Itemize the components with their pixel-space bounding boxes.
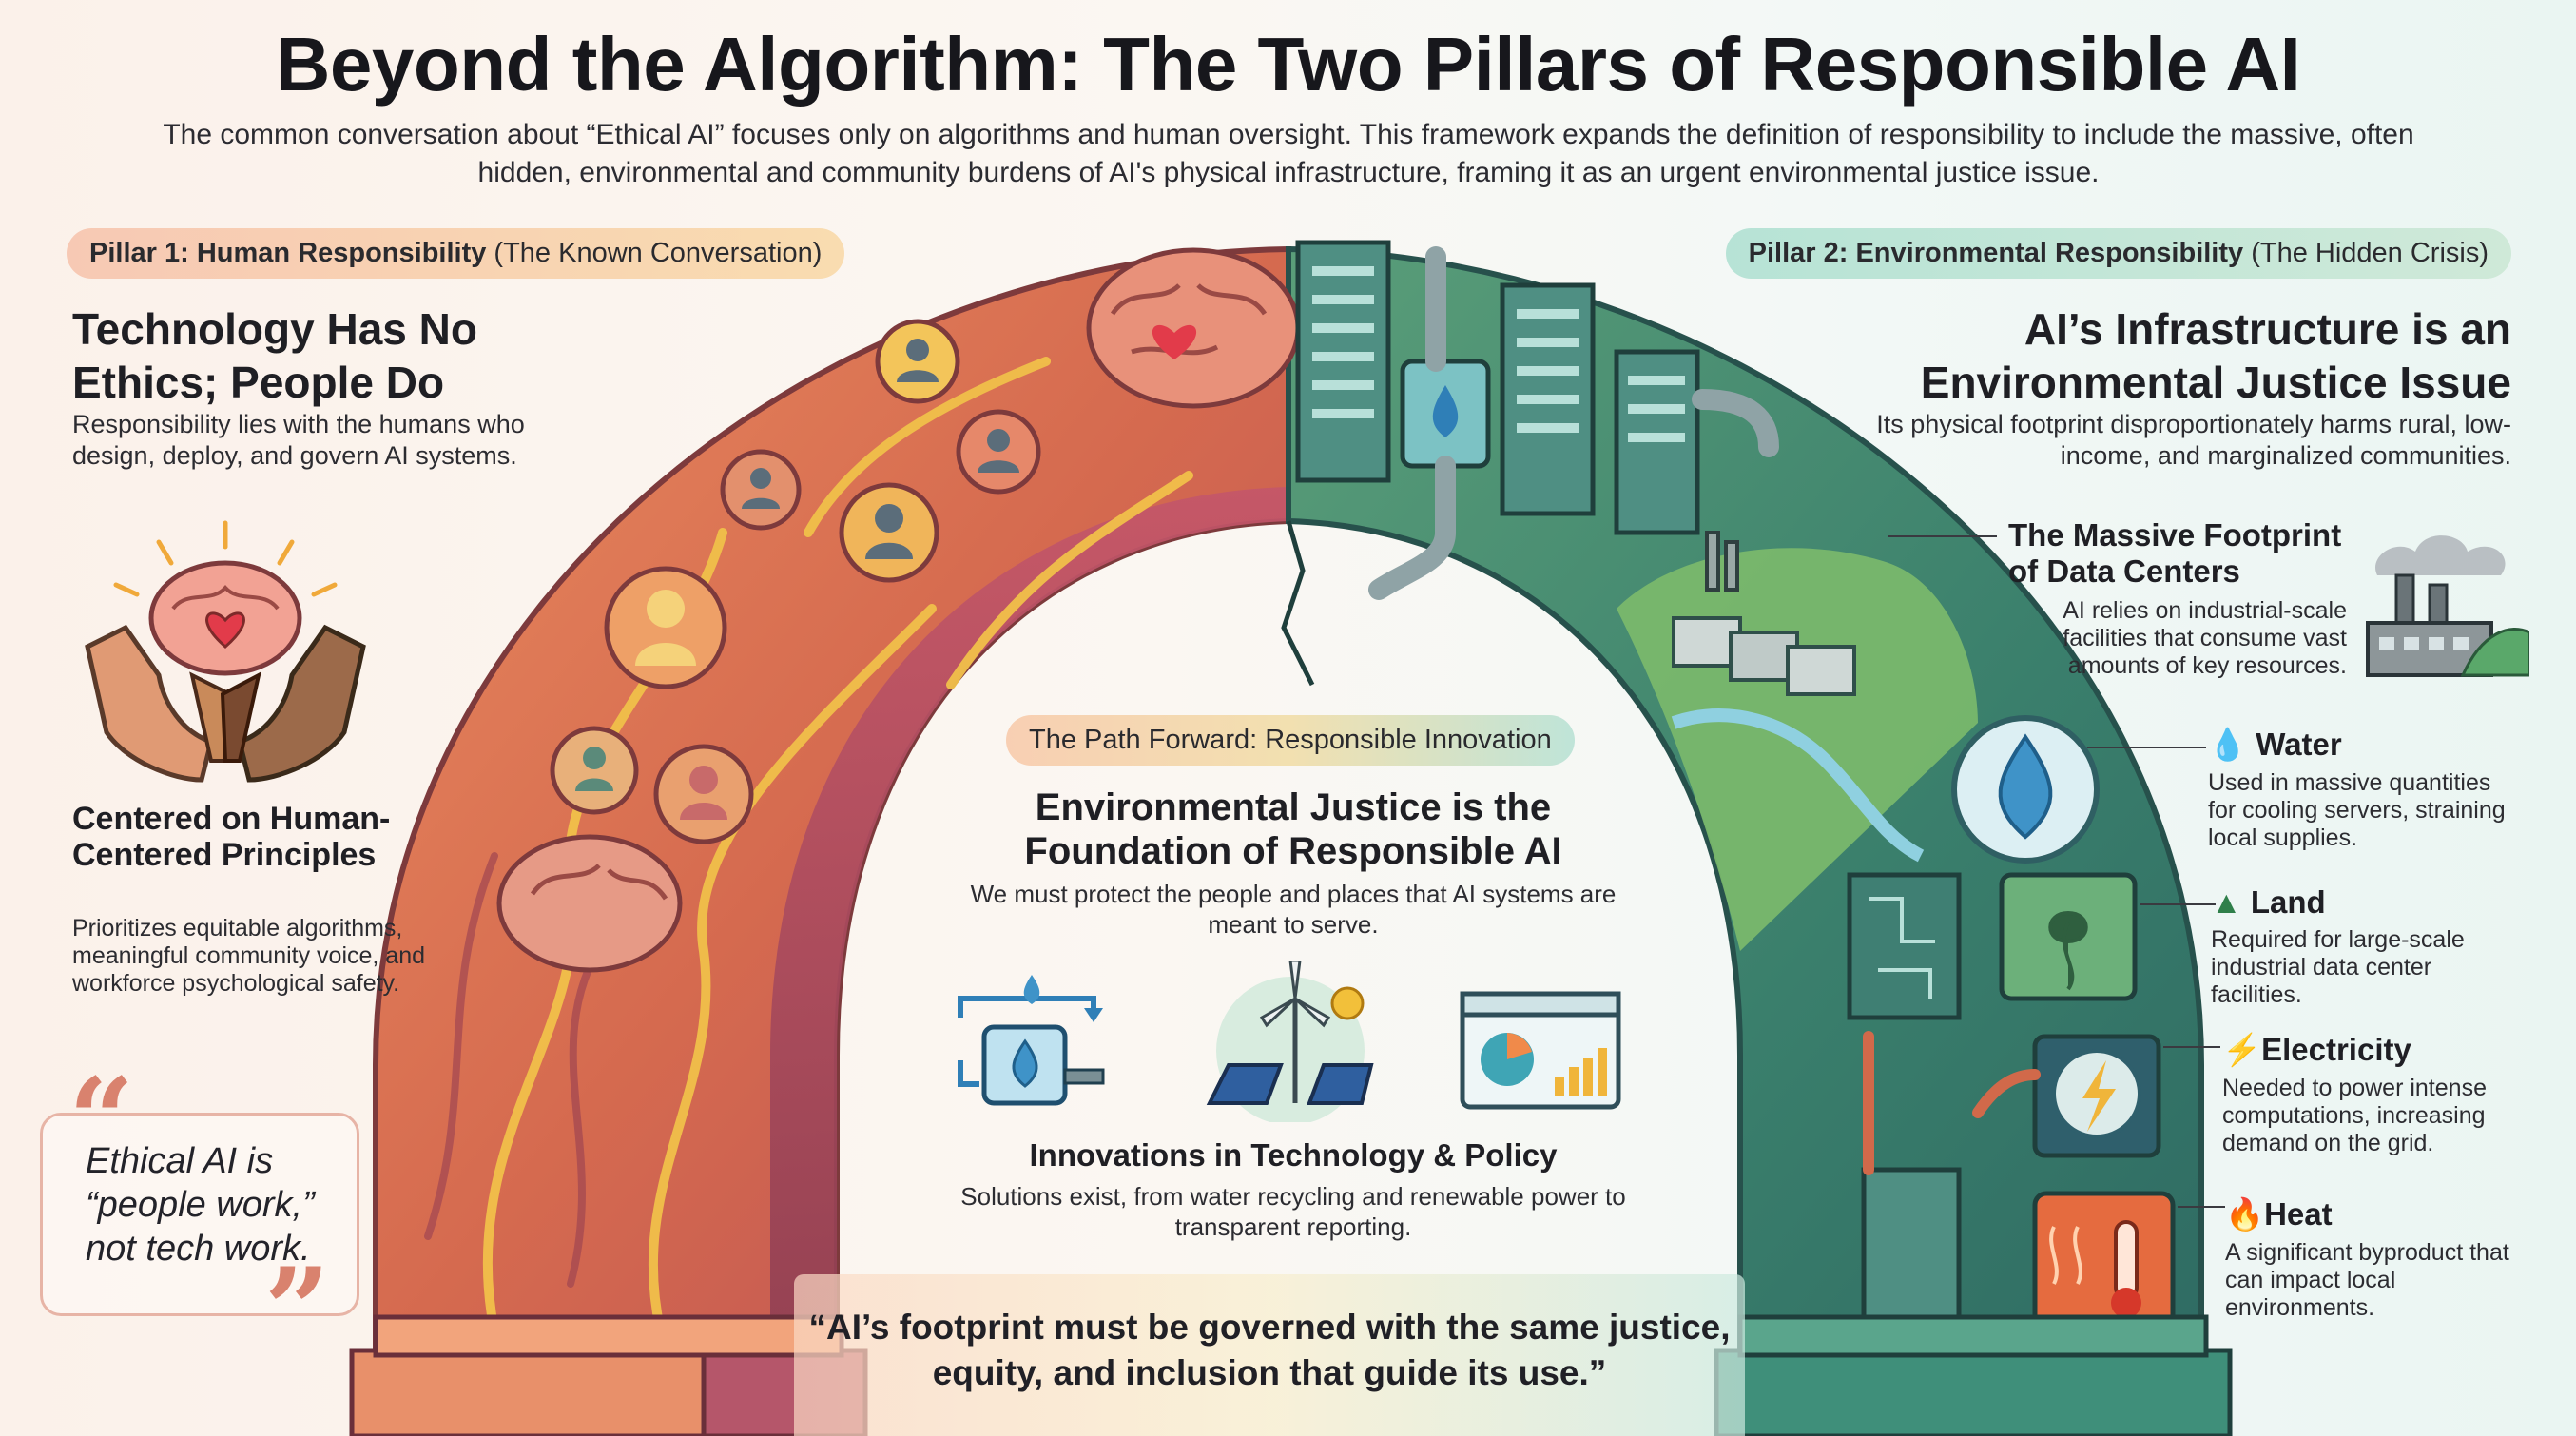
pillar2-label: Pillar 2: Environmental Responsibility (… xyxy=(1725,228,2511,279)
heat-connector xyxy=(2178,1206,2225,1208)
resource-electricity-text: Needed to power intense computations, in… xyxy=(2222,1075,2487,1156)
land-connector xyxy=(2140,903,2216,905)
pillar2-label-bold: Pillar 2: Environmental Responsibility xyxy=(1748,238,2244,268)
resource-electricity: ⚡Electricity Needed to power intense com… xyxy=(2222,1032,2555,1157)
pillar2-text: Its physical footprint disproportionatel… xyxy=(1876,410,2511,470)
center-label: The Path Forward: Responsible Innovation xyxy=(1006,715,1575,766)
resource-electricity-title: ⚡Electricity xyxy=(2222,1032,2555,1069)
center-text: We must protect the people and places th… xyxy=(970,880,1617,939)
water-recycling-icon xyxy=(958,975,1105,1106)
bottom-quote: “AI’s footprint must be governed with th… xyxy=(808,1308,1731,1392)
pillar1-label-bold: Pillar 1: Human Responsibility xyxy=(89,238,487,268)
page-title: Beyond the Algorithm: The Two Pillars of… xyxy=(275,22,2301,107)
tree-icon: ▲ xyxy=(2211,884,2242,920)
pillar1-text: Responsibility lies with the humans who … xyxy=(72,410,525,470)
lightning-icon: ⚡ xyxy=(2222,1032,2262,1067)
pillar1-heading: Technology Has No Ethics; People Do xyxy=(72,304,477,407)
center-heading: Environmental Justice is the Foundation … xyxy=(1024,786,1562,872)
footprint-connector xyxy=(1888,535,1997,537)
resource-water-title: 💧 Water xyxy=(2208,727,2550,764)
pillar1-label-rest: (The Known Conversation) xyxy=(486,238,823,268)
resource-heat-text: A significant byproduct that can impact … xyxy=(2225,1239,2509,1321)
page-subtitle: The common conversation about “Ethical A… xyxy=(163,119,2414,188)
factory-icon xyxy=(2366,535,2529,677)
flame-icon: 🔥 xyxy=(2225,1196,2265,1232)
resource-land: ▲ Land Required for large-scale industri… xyxy=(2211,884,2553,1009)
footprint-text: AI relies on industrial-scale facilities… xyxy=(2063,597,2347,679)
resource-electricity-name: Electricity xyxy=(2261,1032,2411,1067)
resource-heat-name: Heat xyxy=(2264,1196,2333,1232)
resource-land-text: Required for large-scale industrial data… xyxy=(2211,926,2465,1008)
electricity-connector xyxy=(2163,1046,2220,1048)
pillar2-label-rest: (The Hidden Crisis) xyxy=(2243,238,2489,268)
pillar1-sub-heading: Centered on Human-Centered Principles xyxy=(72,801,391,873)
pillar2-heading: AI’s Infrastructure is an Environmental … xyxy=(1920,304,2511,407)
pillar1-quote: Ethical AI is “people work,” not tech wo… xyxy=(86,1141,315,1269)
resource-heat-title: 🔥Heat xyxy=(2225,1196,2558,1233)
pillar1-sub-text: Prioritizes equitable algorithms, meanin… xyxy=(72,915,426,997)
innovations-heading: Innovations in Technology & Policy xyxy=(1029,1137,1558,1173)
resource-heat: 🔥Heat A significant byproduct that can i… xyxy=(2225,1196,2558,1322)
bottom-quote-panel xyxy=(794,1274,1745,1436)
pillar1-quote-box xyxy=(40,1113,359,1316)
transparent-reporting-icon xyxy=(1460,991,1621,1110)
resource-land-title: ▲ Land xyxy=(2211,884,2553,921)
close-quote-icon: ” xyxy=(264,1243,331,1377)
innovations-text: Solutions exist, from water recycling an… xyxy=(960,1182,1626,1241)
water-connector xyxy=(2087,747,2206,748)
pillar1-label: Pillar 1: Human Responsibility (The Know… xyxy=(67,228,845,279)
resource-water: 💧 Water Used in massive quantities for c… xyxy=(2208,727,2550,852)
resource-water-text: Used in massive quantities for cooling s… xyxy=(2208,769,2506,851)
resource-land-name: Land xyxy=(2250,884,2326,920)
hands-holding-brain-icon xyxy=(85,520,366,783)
water-drop-icon: 💧 xyxy=(2208,727,2248,762)
renewable-energy-icon xyxy=(1206,961,1374,1122)
open-quote-icon: “ xyxy=(68,1053,135,1187)
resource-water-name: Water xyxy=(2256,727,2342,762)
footprint-heading: The Massive Footprint of Data Centers xyxy=(2008,517,2342,589)
